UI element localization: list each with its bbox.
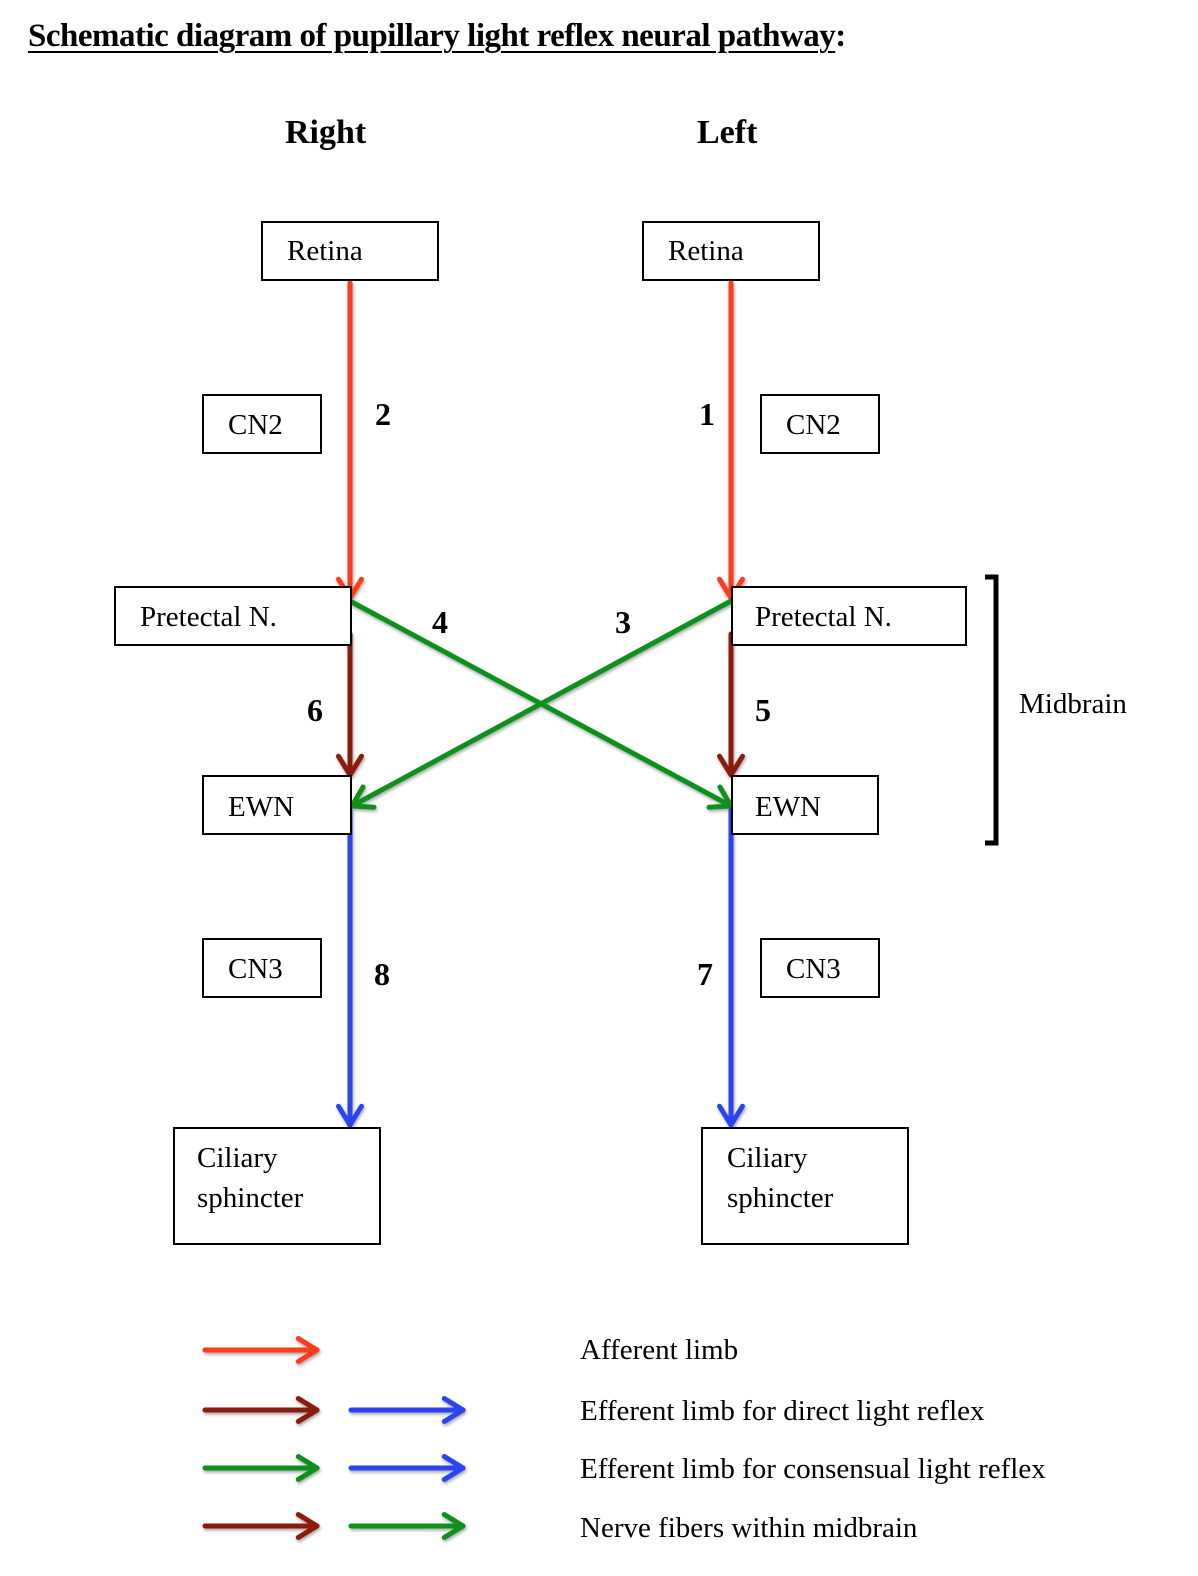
node-right-retina: Retina [261, 221, 439, 281]
node-label-line1: Ciliary [197, 1142, 278, 1174]
arrow-1-left-afferent [717, 280, 745, 601]
pathway-number-2: 2 [375, 396, 391, 432]
side-label-right: Right [285, 114, 367, 151]
arrow-7-left-cn3 [717, 807, 745, 1128]
node-left-pretectal: Pretectal N. [731, 586, 967, 646]
node-left-cn2: CN2 [760, 394, 880, 454]
title-colon: : [835, 18, 846, 54]
legend-arrow-3-1-midbrain_cross [202, 1454, 320, 1482]
node-label: Retina [287, 235, 363, 267]
node-left-retina: Retina [642, 221, 820, 281]
node-label: Pretectal N. [755, 601, 892, 633]
node-left-cn3: CN3 [760, 938, 880, 998]
legend-arrow-2-1-midbrain_direct [202, 1396, 320, 1424]
legend-label-consensual-efferent: Efferent limb for consensual light refle… [580, 1453, 1046, 1485]
arrow-5-left-pretectal-to-ewn [717, 631, 745, 778]
legend-arrow-4-2-midbrain_cross [348, 1512, 466, 1540]
node-label: CN3 [786, 953, 841, 985]
node-label: CN2 [228, 409, 283, 441]
pathway-number-8: 8 [374, 956, 390, 992]
midbrain-bracket [985, 574, 999, 846]
node-left-ewn: EWN [731, 775, 879, 835]
node-label-line1: Ciliary [727, 1142, 808, 1174]
node-label-line2: sphincter [197, 1182, 304, 1214]
pathway-number-6: 6 [307, 692, 323, 728]
diagram-title: Schematic diagram of pupillary light ref… [28, 18, 846, 55]
node-right-ewn: EWN [202, 775, 352, 835]
node-label: EWN [755, 791, 822, 823]
node-right-cn3: CN3 [202, 938, 322, 998]
node-label: Retina [668, 235, 744, 267]
legend-label-direct-efferent: Efferent limb for direct light reflex [580, 1395, 985, 1427]
node-right-pretectal: Pretectal N. [114, 586, 352, 646]
node-label: EWN [228, 791, 295, 823]
legend-arrow-2-2-efferent [348, 1396, 466, 1424]
arrow-3-left-to-right-ewn [349, 598, 734, 810]
legend-arrow-3-2-efferent [348, 1454, 466, 1482]
legend-label-midbrain-fibers: Nerve fibers within midbrain [580, 1512, 918, 1544]
node-label: CN3 [228, 953, 283, 985]
legend-arrow-4-1-midbrain_direct [202, 1512, 320, 1540]
node-label-line2: sphincter [727, 1182, 834, 1214]
pathway-number-3: 3 [615, 604, 631, 640]
pathway-number-5: 5 [755, 692, 771, 728]
node-right-ciliary-sphincter: Ciliary sphincter [173, 1127, 381, 1245]
pathway-number-7: 7 [697, 956, 713, 992]
legend-label-afferent: Afferent limb [580, 1334, 739, 1366]
diagram-title-text: Schematic diagram of pupillary light ref… [28, 18, 836, 54]
node-label: CN2 [786, 409, 841, 441]
arrow-8-right-cn3 [336, 807, 364, 1128]
arrow-2-right-afferent [336, 280, 364, 601]
arrow-6-right-pretectal-to-ewn [336, 631, 364, 778]
node-left-ciliary-sphincter: Ciliary sphincter [701, 1127, 909, 1245]
pathway-number-1: 1 [699, 396, 715, 432]
node-right-cn2: CN2 [202, 394, 322, 454]
side-label-left: Left [697, 114, 758, 151]
pathway-number-4: 4 [432, 604, 448, 640]
legend-arrow-1-1-afferent [202, 1336, 320, 1364]
node-label: Pretectal N. [140, 601, 277, 633]
midbrain-label: Midbrain [1019, 688, 1127, 720]
